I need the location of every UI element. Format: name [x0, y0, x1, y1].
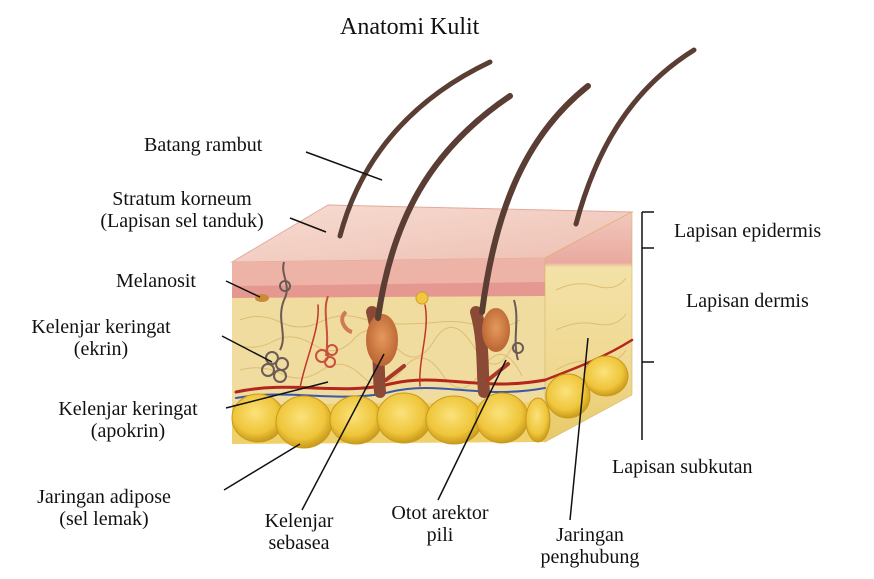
diagram-title: Anatomi Kulit [340, 14, 479, 40]
label-otot-arektor-pili: Otot arektor pili [370, 502, 510, 546]
label-kelenjar-keringat-apokrin-line2: (apokrin) [28, 420, 228, 442]
label-batang-rambut: Batang rambut [144, 134, 262, 156]
label-kelenjar-keringat-ekrin: Kelenjar keringat (ekrin) [6, 316, 196, 360]
label-kelenjar-sebasea-line1: Kelenjar [244, 510, 354, 532]
label-stratum-korneum-line1: Stratum korneum [62, 188, 302, 210]
label-jaringan-penghubung: Jaringan penghubung [520, 524, 660, 568]
label-jaringan-penghubung-line1: Jaringan [520, 524, 660, 546]
label-lapisan-sel-tanduk: (Lapisan sel tanduk) [62, 210, 302, 232]
label-kelenjar-sebasea-line2: sebasea [244, 532, 354, 554]
label-kelenjar-keringat-ekrin-line2: (ekrin) [6, 338, 196, 360]
layer-bracket [642, 212, 654, 440]
label-jaringan-penghubung-line2: penghubung [520, 546, 660, 568]
label-lapisan-epidermis: Lapisan epidermis [674, 220, 821, 242]
label-kelenjar-keringat-apokrin: Kelenjar keringat (apokrin) [28, 398, 228, 442]
label-jaringan-adipose-line1: Jaringan adipose [4, 486, 204, 508]
epidermis-granule [416, 292, 428, 304]
label-lapisan-dermis: Lapisan dermis [686, 290, 809, 312]
label-kelenjar-keringat-apokrin-line1: Kelenjar keringat [28, 398, 228, 420]
label-lapisan-subkutan: Lapisan subkutan [612, 456, 753, 478]
label-kelenjar-sebasea: Kelenjar sebasea [244, 510, 354, 554]
label-jaringan-adipose-line2: (sel lemak) [4, 508, 204, 530]
label-kelenjar-keringat-ekrin-line1: Kelenjar keringat [6, 316, 196, 338]
label-otot-arektor-pili-line2: pili [370, 524, 510, 546]
label-otot-arektor-pili-line1: Otot arektor [370, 502, 510, 524]
label-stratum-korneum: Stratum korneum (Lapisan sel tanduk) [62, 188, 302, 232]
label-jaringan-adipose: Jaringan adipose (sel lemak) [4, 486, 204, 530]
label-melanosit: Melanosit [116, 270, 196, 292]
